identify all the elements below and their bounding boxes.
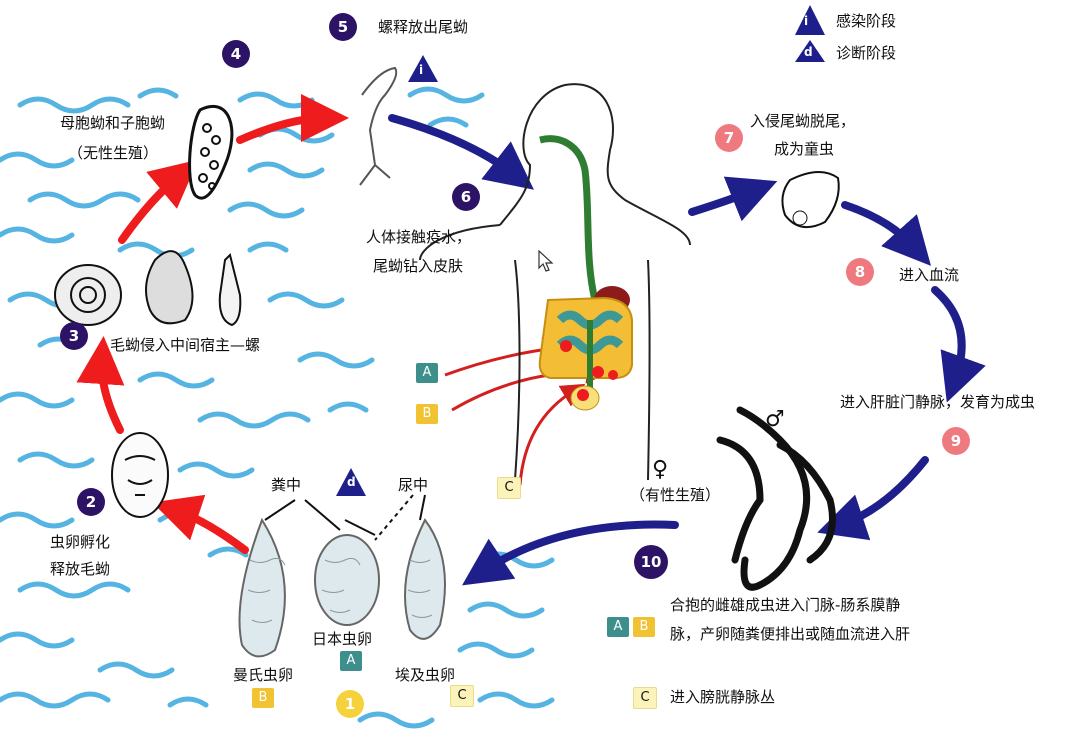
legend-i-glyph: i — [804, 14, 809, 28]
arrow-6-to-7 — [688, 176, 778, 222]
navy-arrows — [388, 114, 986, 586]
cercaria-illustration — [359, 66, 398, 186]
step-4-line1: 母胞蚴和子胞蚴 — [60, 114, 166, 132]
step-2-badge: 2 — [77, 488, 105, 516]
step-10-line2: 脉，产卵随粪便排出或随血流进入肝 — [670, 625, 911, 643]
red-arrows — [76, 94, 349, 554]
step-8-text: 进入血流 — [899, 266, 960, 284]
step-6-badge: 6 — [452, 183, 480, 211]
step-3-badge: 3 — [60, 322, 88, 350]
arrow-10-to-1 — [462, 520, 679, 586]
step-6-line1: 人体接触疫水， — [366, 228, 472, 246]
arrow-1-to-2 — [152, 494, 249, 554]
step-10-line1: 合抱的雌雄成虫进入门脉-肠系膜静 — [670, 596, 901, 614]
sporocyst-illustration — [188, 104, 234, 200]
step-6-line2: 尾蚴钻入皮肤 — [373, 257, 464, 275]
arrow-9-to-10 — [817, 456, 929, 541]
legend-diagnostic: 诊断阶段 — [836, 44, 897, 62]
japonicum-egg-label: 日本虫卵 — [312, 630, 373, 648]
infective-marker-glyph: i — [419, 63, 424, 77]
step-9-text: 进入肝脏门静脉，发育为成虫 — [840, 393, 1036, 411]
mansoni-egg-label: 曼氏虫卵 — [233, 666, 294, 684]
step-5-text: 螺释放出尾蚴 — [378, 18, 469, 36]
step-3-text: 毛蚴侵入中间宿主—螺 — [110, 336, 261, 354]
female-symbol: ♀ — [652, 457, 669, 482]
step-2-line1: 虫卵孵化 — [50, 533, 111, 551]
step-5-badge: 5 — [329, 13, 357, 41]
step-2-line2: 释放毛蚴 — [50, 560, 111, 578]
feces-label: 粪中 — [271, 476, 302, 494]
human-body — [419, 83, 691, 481]
schistosomulum-illustration — [781, 171, 840, 229]
step-9-badge: 9 — [942, 427, 970, 455]
badge-a-body: A — [416, 363, 438, 383]
step-4-badge: 4 — [222, 40, 250, 68]
badge-b-mansoni: B — [252, 688, 274, 708]
arrow-5-to-6 — [388, 114, 534, 190]
badge-c-haematobium: C — [450, 685, 474, 707]
step-7-line2: 成为童虫 — [774, 140, 835, 158]
urine-label: 尿中 — [398, 476, 429, 494]
hatching-egg-illustration — [111, 432, 169, 518]
arrow-7-to-8 — [841, 201, 931, 266]
arrow-A — [444, 337, 567, 377]
haematobium-egg-label: 埃及虫卵 — [395, 666, 456, 684]
male-symbol: ♂ — [765, 407, 785, 432]
badge-a-note: A — [607, 617, 629, 637]
legend-d-glyph: d — [804, 45, 813, 59]
diagnostic-marker-glyph: d — [347, 475, 356, 489]
step-10-badge: 10 — [634, 545, 668, 579]
badge-c-body: C — [497, 477, 521, 499]
arrow-C — [518, 383, 586, 486]
step-7-badge: 7 — [715, 124, 743, 152]
mouse-cursor-icon — [538, 250, 554, 272]
arrow-8-to-9 — [931, 286, 986, 403]
eggs-illustration — [238, 494, 446, 658]
badge-a-japonicum: A — [340, 651, 362, 671]
badge-c-note: C — [633, 687, 657, 709]
arrow-4-to-5 — [236, 94, 349, 144]
badge-b-body: B — [416, 404, 438, 424]
step-4-line2: （无性生殖） — [68, 144, 159, 162]
legend-infective: 感染阶段 — [836, 12, 897, 30]
arrow-3-to-4 — [118, 159, 199, 244]
snail-illustrations — [54, 250, 242, 327]
adult-worms-illustration — [716, 406, 836, 591]
arrow-2-to-3 — [76, 336, 125, 434]
badge-b-note: B — [633, 617, 655, 637]
c-note-text: 进入膀胱静脉丛 — [670, 688, 776, 706]
sexual-reproduction-label: （有性生殖） — [630, 486, 721, 504]
step-1-badge: 1 — [336, 690, 364, 718]
step-7-line1: 入侵尾蚴脱尾， — [750, 112, 856, 130]
triangle-markers — [336, 5, 825, 496]
step-8-badge: 8 — [846, 258, 874, 286]
digestive-tract — [538, 135, 633, 411]
